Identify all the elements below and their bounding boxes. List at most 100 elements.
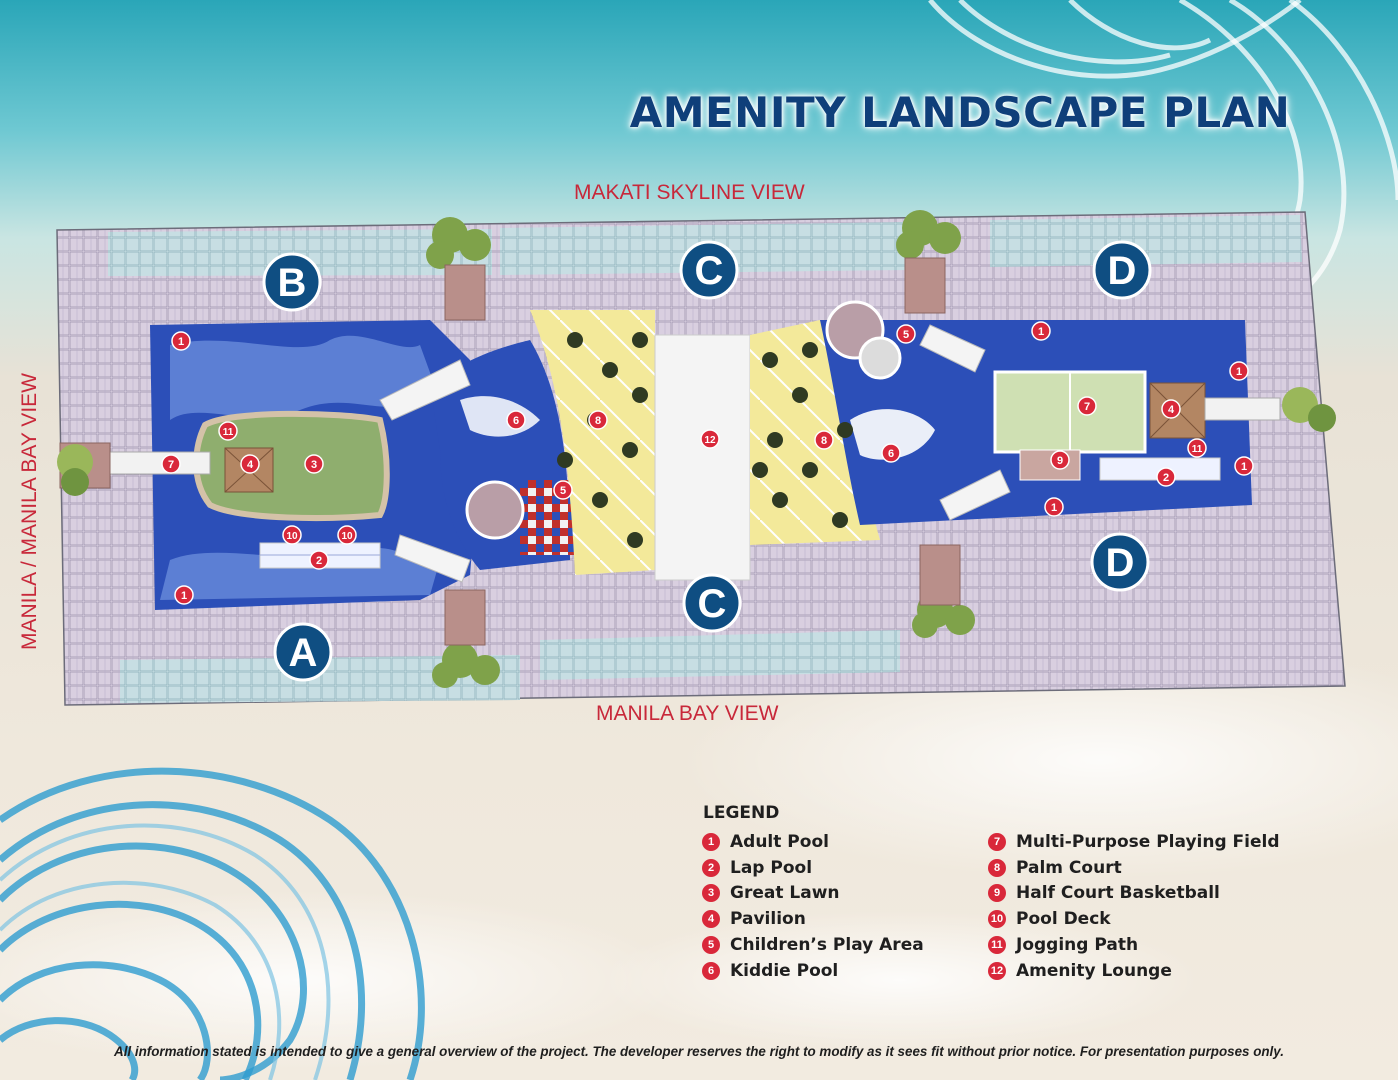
svg-text:8: 8 (821, 435, 827, 447)
svg-text:5: 5 (560, 485, 566, 497)
legend-label: Children’s Play Area (730, 935, 924, 956)
marker-9: 9 (1050, 450, 1070, 470)
svg-text:10: 10 (341, 531, 353, 542)
landscape-trees (426, 210, 975, 688)
marker-1: 1 (1044, 497, 1064, 517)
building-badge-c-north: C (679, 240, 739, 300)
legend-label: Lap Pool (730, 857, 813, 878)
building-badge-d-south: D (1090, 532, 1150, 592)
legend-item: 8 Palm Court (988, 855, 1280, 881)
marker-4: 4 (1161, 399, 1181, 419)
marker-3: 3 (304, 454, 324, 474)
swirl-decoration-top (928, 0, 1398, 315)
building-badge-a: A (273, 622, 333, 682)
legend-number-icon: 3 (702, 884, 720, 903)
legend-number-icon: 7 (988, 832, 1006, 851)
svg-text:6: 6 (888, 448, 894, 460)
legend-label: Adult Pool (730, 831, 829, 852)
svg-text:C: C (695, 249, 724, 293)
svg-text:9: 9 (1057, 455, 1063, 467)
svg-text:D: D (1106, 541, 1135, 585)
marker-10: 10 (282, 525, 302, 545)
legend-item: 1 Adult Pool (702, 829, 924, 855)
svg-text:10: 10 (286, 531, 298, 542)
legend-number-icon: 1 (702, 832, 720, 851)
svg-text:2: 2 (316, 555, 322, 567)
svg-text:7: 7 (1084, 401, 1090, 413)
legend-item: 5 Children’s Play Area (702, 932, 924, 958)
svg-text:1: 1 (1038, 326, 1044, 338)
legend-label: Multi-Purpose Playing Field (1016, 831, 1280, 852)
site-plan (56, 210, 1346, 706)
legend-label: Pool Deck (1016, 909, 1111, 930)
legend-column-right: 7 Multi-Purpose Playing Field 8 Palm Court… (988, 829, 1280, 984)
marker-1: 1 (1229, 361, 1249, 381)
marker-12: 12 (700, 429, 720, 449)
legend-number-icon: 11 (988, 936, 1006, 955)
svg-text:4: 4 (1168, 404, 1175, 416)
legend-number-icon: 9 (988, 884, 1006, 903)
marker-1: 1 (174, 585, 194, 605)
marker-1: 1 (1234, 456, 1254, 476)
svg-text:4: 4 (247, 459, 254, 471)
palm-court-east (750, 320, 880, 545)
legend-label: Palm Court (1016, 857, 1122, 878)
legend-item: 12 Amenity Lounge (988, 958, 1280, 984)
svg-text:1: 1 (178, 336, 184, 348)
marker-5: 5 (553, 480, 573, 500)
page-title: AMENITY LANDSCAPE PLAN (629, 88, 1291, 137)
legend-number-icon: 10 (988, 910, 1006, 929)
svg-text:1: 1 (1236, 366, 1242, 378)
legend-number-icon: 6 (702, 961, 720, 980)
view-label-makati-skyline: MAKATI SKYLINE VIEW (574, 181, 805, 204)
legend-label: Half Court Basketball (1016, 883, 1220, 904)
legend-item: 9 Half Court Basketball (988, 881, 1280, 907)
svg-text:5: 5 (903, 329, 909, 341)
svg-text:2: 2 (1163, 472, 1169, 484)
legend-number-icon: 4 (702, 910, 720, 929)
marker-1: 1 (1031, 321, 1051, 341)
svg-text:D: D (1108, 249, 1137, 293)
svg-text:1: 1 (1051, 502, 1057, 514)
marker-7: 7 (1077, 396, 1097, 416)
marker-10: 10 (337, 525, 357, 545)
svg-text:11: 11 (223, 427, 234, 438)
marker-6: 6 (506, 410, 526, 430)
building-badge-b: B (262, 252, 322, 312)
svg-text:1: 1 (1241, 461, 1247, 473)
legend-label: Great Lawn (730, 883, 840, 904)
legend-number-icon: 8 (988, 858, 1006, 877)
legend-item: 7 Multi-Purpose Playing Field (988, 829, 1280, 855)
svg-text:1: 1 (181, 590, 187, 602)
legend-item: 2 Lap Pool (702, 855, 924, 881)
palm-court-west (530, 310, 655, 575)
svg-text:A: A (289, 631, 318, 675)
legend-item: 6 Kiddie Pool (702, 958, 924, 984)
svg-text:12: 12 (704, 435, 716, 446)
legend-number-icon: 5 (702, 936, 720, 955)
building-badge-c-south: C (682, 573, 742, 633)
marker-8: 8 (588, 410, 608, 430)
marker-8: 8 (814, 430, 834, 450)
svg-text:3: 3 (311, 459, 317, 471)
svg-text:8: 8 (595, 415, 601, 427)
legend-label: Amenity Lounge (1016, 960, 1172, 981)
marker-4: 4 (240, 454, 260, 474)
marker-7: 7 (161, 454, 181, 474)
view-label-manila-bay: MANILA BAY VIEW (596, 702, 779, 725)
legend-item: 10 Pool Deck (988, 906, 1280, 932)
marker-6: 6 (881, 443, 901, 463)
legend-number-icon: 2 (702, 858, 720, 877)
legend-label: Kiddie Pool (730, 960, 839, 981)
legend-item: 3 Great Lawn (702, 881, 924, 907)
marker-2: 2 (309, 550, 329, 570)
svg-text:B: B (278, 261, 307, 305)
marker-2: 2 (1156, 467, 1176, 487)
legend-number-icon: 12 (988, 961, 1006, 980)
legend-heading: LEGEND (703, 803, 780, 823)
svg-text:11: 11 (1192, 444, 1203, 455)
